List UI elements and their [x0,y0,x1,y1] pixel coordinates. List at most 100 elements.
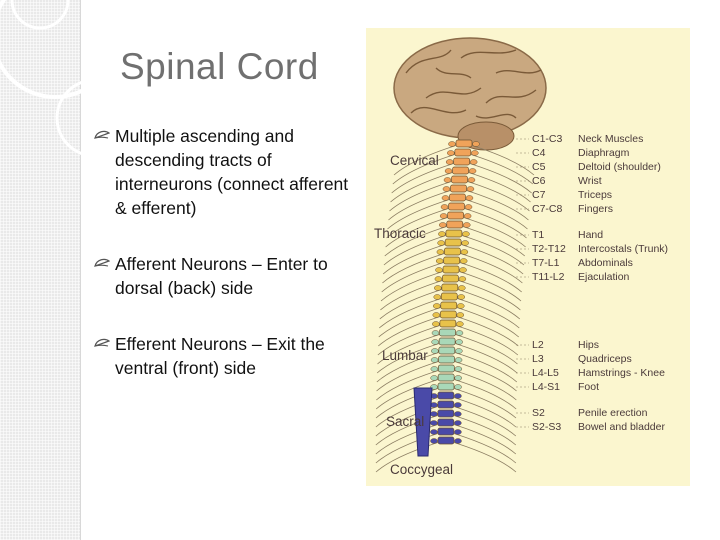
nerve-root [434,285,442,291]
nerve-root [441,195,450,201]
vertebra [437,391,455,400]
nerve-root [463,213,472,219]
vertebra [437,364,455,373]
vertebra [454,148,472,157]
bullet-leaf-icon [94,130,110,139]
nerve-root [454,375,462,381]
nerve-root [435,267,443,273]
vertebra [448,202,465,211]
segment-function: Triceps [578,189,612,201]
segment-function: Foot [578,381,599,393]
spinal-cord-diagram: CervicalThoracicLumbarSacralCoccygealC1-… [374,37,668,477]
brain-fold [425,87,482,99]
nerve-root [458,285,466,291]
vertebra [452,166,469,175]
nerve-root [438,231,446,237]
bullet-item: Multiple ascending and descending tracts… [92,124,354,220]
segment-level: T11-L2 [532,271,565,283]
nerve-root [443,177,452,183]
nerve-root [455,339,463,345]
brain-fold [460,49,517,59]
nerve-root [463,222,471,228]
bullet-text: Efferent Neurons – Exit the ventral (fro… [115,334,325,378]
nerve-root [468,168,477,174]
nerve-root [433,303,441,309]
nerve-root [434,276,443,282]
vertebra [447,211,464,220]
nerve-root [432,312,441,318]
slide-title: Spinal Cord [120,46,319,87]
vertebra [446,220,464,229]
nerve-root [430,375,438,381]
nerve-root [439,222,447,228]
nerve-root [464,204,473,210]
segment-function: Hand [578,229,603,241]
nerve-root [456,312,465,318]
nerve-root [454,366,463,372]
segment-level: C7 [532,189,546,201]
vertebra [443,256,461,265]
vertebra [439,328,456,337]
nerve-root [459,267,467,273]
vertebra [450,184,467,193]
brain-fold [410,107,467,114]
vertebra [438,337,456,346]
nerve-root [457,294,466,300]
segment-level: L3 [532,353,544,365]
nerve-root [455,330,464,336]
nerve-root [447,150,455,156]
vertebra [453,157,471,166]
nerve-root [454,420,462,426]
nerve-root [444,168,453,174]
segment-level: C7-C8 [532,203,563,215]
segment-function: Neck Muscles [578,133,643,145]
brain-fold [495,69,542,74]
bullet-leaf-icon [94,258,110,267]
segment-level: S2 [532,407,545,419]
vertebra [438,355,455,364]
nerve-root [471,150,479,156]
bullet-text: Multiple ascending and descending tracts… [115,126,349,218]
nerve-root [454,384,462,390]
nerve-root [454,438,462,444]
nerve-root [430,366,439,372]
vertebra [445,229,463,238]
vertebra [439,310,457,319]
segment-level: S2-S3 [532,421,561,433]
segment-level: C4 [532,147,546,159]
nerve-root [431,348,439,354]
vertebra [437,373,455,382]
nerve-root [445,159,454,165]
nerve-root [454,402,462,408]
nerve-root [431,330,440,336]
spinal-nerve [445,421,517,455]
vertebra [451,175,468,184]
segment-function: Diaphragm [578,147,630,159]
segment-level: C6 [532,175,546,187]
nerve-root [442,186,451,192]
nerve-root [462,231,470,237]
region-label: Thoracic [374,226,426,241]
nerve-root [430,429,438,435]
segment-level: L4-S1 [532,381,560,393]
segment-function: Intercostals (Trunk) [578,243,668,255]
segment-level: C1-C3 [532,133,563,145]
segment-level: L2 [532,339,544,351]
nerve-root [436,249,445,255]
bullet-text: Afferent Neurons – Enter to dorsal (back… [115,254,328,298]
side-strip [0,0,81,540]
nerve-root [448,141,456,147]
vertebra [444,238,462,247]
sacrum [413,387,433,457]
segment-function: Wrist [578,175,602,187]
brain-fold [435,67,472,79]
vertebra [440,292,458,301]
vertebra [437,436,455,445]
nerve-root [454,393,462,399]
nerve-root [454,357,463,363]
vertebra [437,382,455,391]
segment-function: Ejaculation [578,271,630,283]
vertebra [437,400,455,409]
segment-function: Hips [578,339,599,351]
